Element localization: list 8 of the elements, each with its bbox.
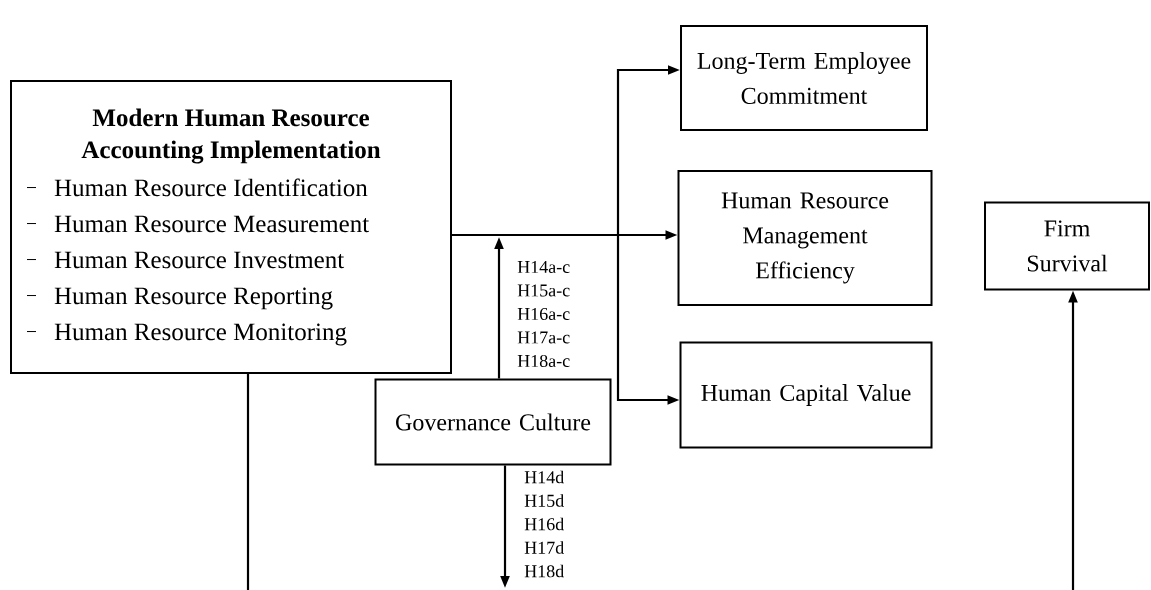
construct-box: Human Resource Management Efficiency [677,170,933,306]
construct-box: Governance Culture [374,378,612,466]
edge-label: H14a-c H15a-c H16a-c H17a-c H18a-c [516,260,581,369]
construct-box: Modern Human Resource Accounting Implementation Human Resource Identification Human Resource Measurement Human Resource Investment Human Resource Reporting Human Resource Monitoring [10,80,452,374]
edge-label: H14d H15d H16d H17d H18d [523,469,588,579]
construct-box: Human Capital Value [679,341,933,449]
construct-box: Long-Term Employee Commitment [680,25,928,131]
construct-box: Firm Survival [984,201,1150,291]
